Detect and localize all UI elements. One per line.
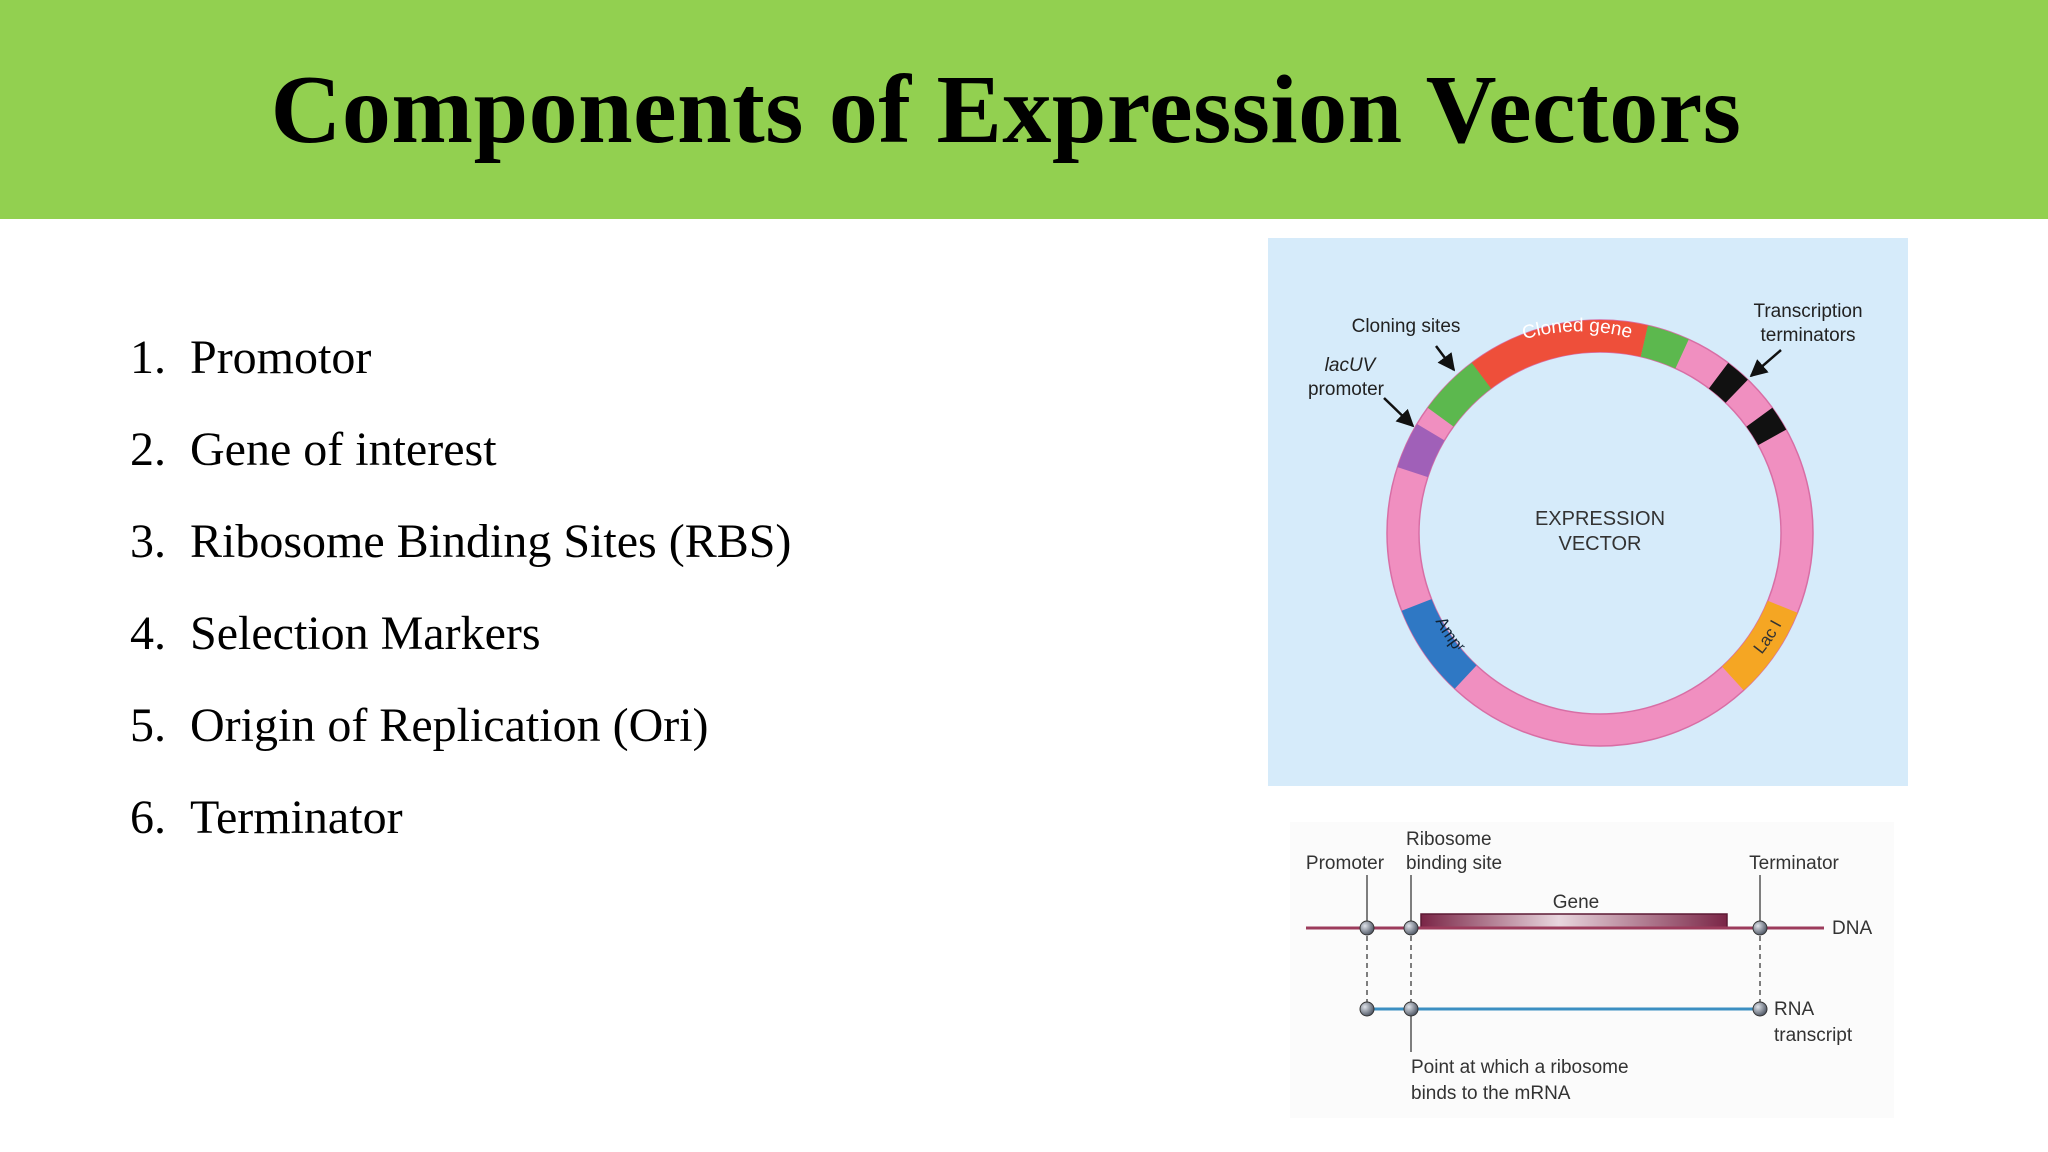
title-banner: Components of Expression Vectors — [0, 0, 2048, 219]
list-item-text: Origin of Replication (Ori) — [190, 699, 709, 752]
list-item: 1. Promotor — [130, 330, 791, 422]
list-item-number: 4. — [130, 607, 166, 660]
list-item: 3. Ribosome Binding Sites (RBS) — [130, 514, 791, 606]
ribosome-point-label: binds to the mRNA — [1411, 1083, 1571, 1104]
rbs-label: Ribosome — [1406, 829, 1492, 850]
promoter-arrow — [1383, 397, 1415, 428]
list-item-text: Ribosome Binding Sites (RBS) — [190, 515, 792, 568]
list-item-number: 1. — [130, 331, 166, 384]
center-label: EXPRESSION — [1535, 508, 1665, 530]
expression-cassette-diagram: Promoter Ribosome binding site Terminato… — [1290, 822, 1894, 1118]
terminator-segment — [1387, 320, 1813, 746]
rbs-marker — [1403, 920, 1419, 936]
lacuv-label: lacUV — [1325, 355, 1378, 376]
transcription-terminators-label: terminators — [1760, 325, 1855, 346]
rna-start-marker — [1359, 1001, 1375, 1017]
list-item: 4. Selection Markers — [130, 606, 791, 698]
list-item: 2. Gene of interest — [130, 422, 791, 514]
list-item-number: 6. — [130, 791, 166, 844]
list-item: 5. Origin of Replication (Ori) — [130, 698, 791, 790]
list-item: 6. Terminator — [130, 790, 791, 882]
cloning-site-segment — [1387, 320, 1813, 746]
promoter-label: promoter — [1308, 379, 1385, 400]
promoter-label: Promoter — [1306, 853, 1385, 874]
gene-label: Gene — [1553, 892, 1599, 913]
terminator-marker — [1752, 920, 1768, 936]
list-item-text: Gene of interest — [190, 423, 497, 476]
expression-vector-diagram: Cloned gene Ampʳ Lac I EXPRESSION VECTOR… — [1268, 238, 1908, 786]
rna-label: transcript — [1774, 1025, 1853, 1046]
cloning-sites-arrow — [1435, 345, 1456, 372]
list-item-number: 3. — [130, 515, 166, 568]
components-list: 1. Promotor 2. Gene of interest 3. Ribosome… — [130, 330, 791, 882]
rna-end-marker — [1752, 1001, 1768, 1017]
center-label: VECTOR — [1559, 533, 1642, 555]
slide-title: Components of Expression Vectors — [270, 55, 1742, 164]
transcription-terminators-label: Transcription — [1753, 301, 1862, 322]
rna-label: RNA — [1774, 999, 1814, 1020]
terminators-arrow — [1749, 349, 1782, 378]
rbs-label: binding site — [1406, 853, 1502, 874]
list-item-text: Promotor — [190, 331, 372, 384]
dna-label: DNA — [1832, 918, 1872, 939]
terminator-label: Terminator — [1749, 853, 1839, 874]
cloning-sites-label: Cloning sites — [1352, 316, 1461, 337]
ribosome-point-label: Point at which a ribosome — [1411, 1057, 1629, 1078]
rna-ribosome-marker — [1403, 1001, 1419, 1017]
laci-segment — [1387, 320, 1813, 746]
list-item-text: Selection Markers — [190, 607, 541, 660]
list-item-number: 5. — [130, 699, 166, 752]
gene-bar — [1420, 913, 1728, 929]
promoter-segment — [1387, 320, 1813, 746]
list-item-number: 2. — [130, 423, 166, 476]
promoter-marker — [1359, 920, 1375, 936]
terminator-segment — [1387, 320, 1813, 746]
list-item-text: Terminator — [190, 791, 403, 844]
